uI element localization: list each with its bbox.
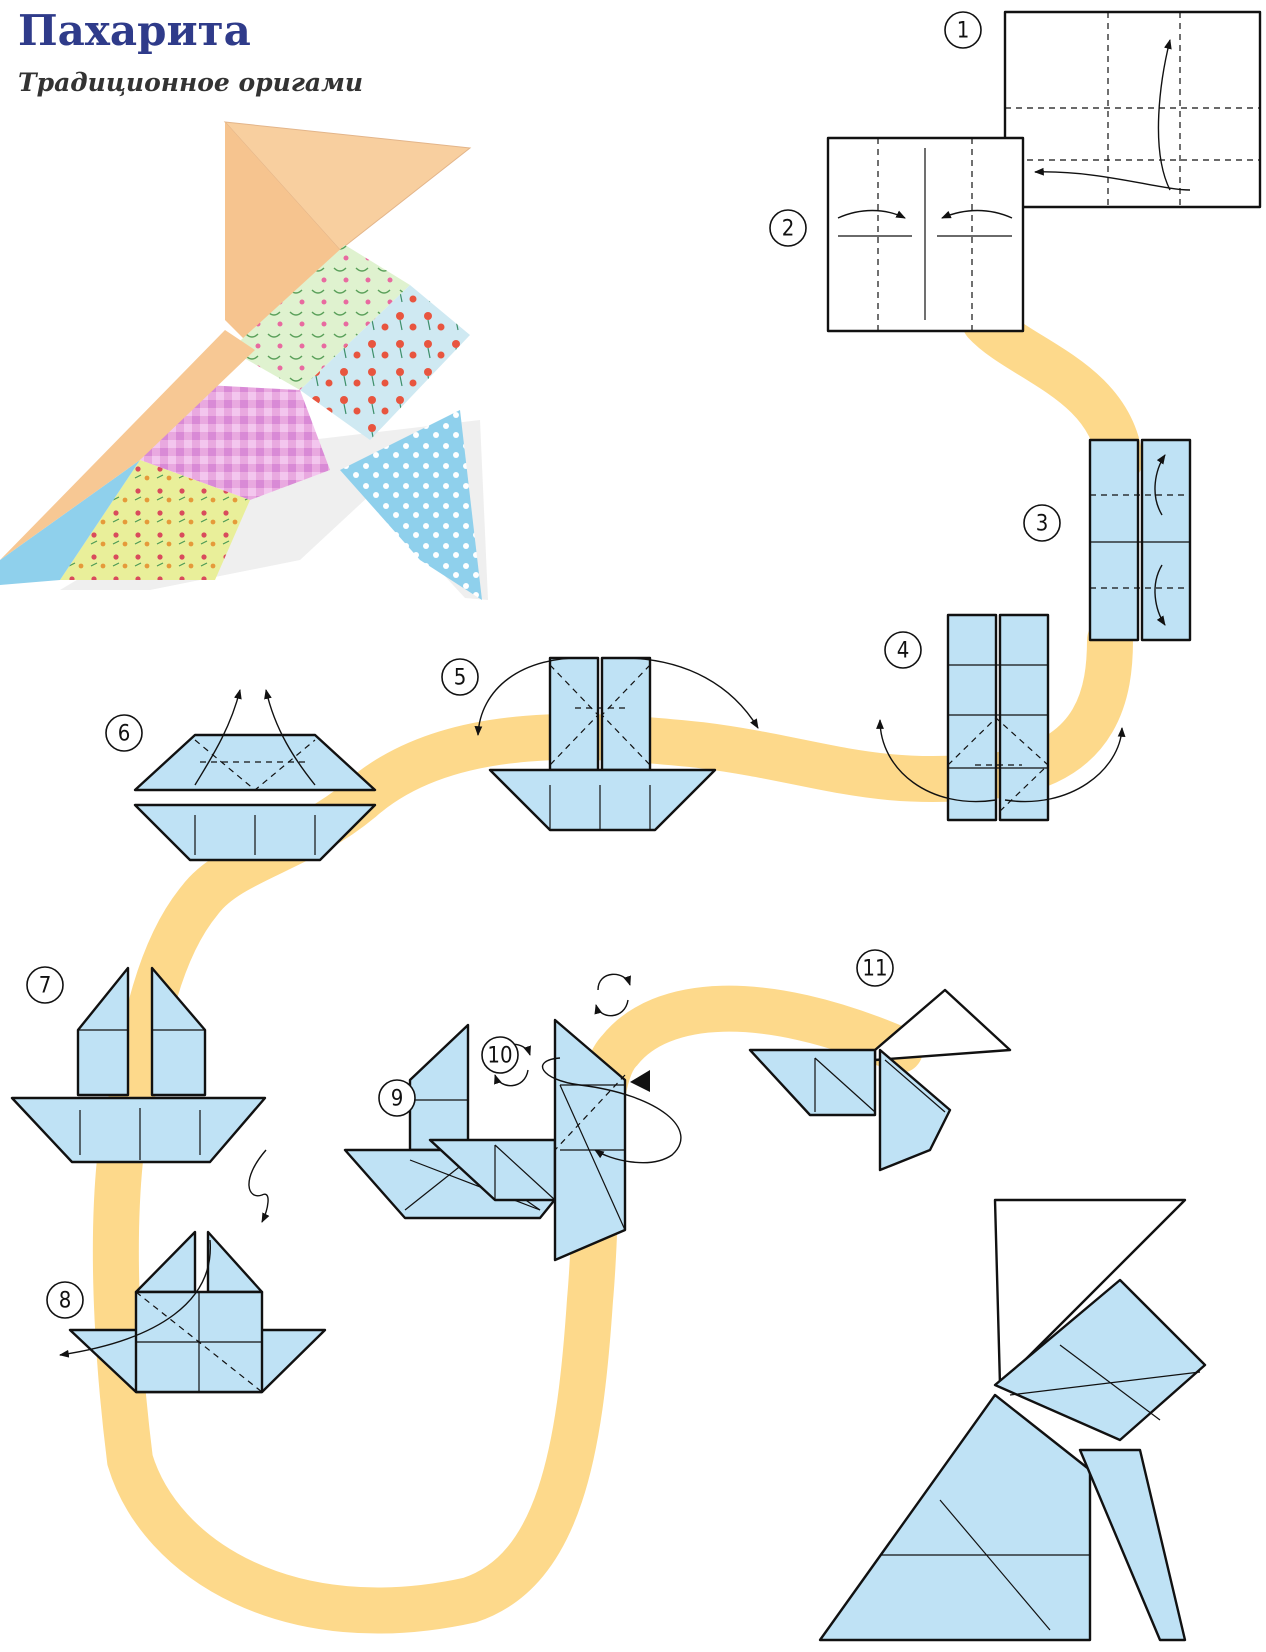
- svg-text:11: 11: [862, 957, 887, 982]
- svg-text:1: 1: [957, 19, 970, 44]
- step-number-9: 9: [379, 1080, 415, 1116]
- svg-text:7: 7: [39, 974, 52, 999]
- finished-model-diagram: [820, 1200, 1205, 1640]
- svg-text:5: 5: [454, 666, 467, 691]
- step-6-shape: [135, 690, 375, 860]
- step-number-3: 3: [1024, 505, 1060, 541]
- step-1-square: [1005, 12, 1260, 207]
- finished-model-photo: [0, 122, 488, 600]
- step-number-5: 5: [442, 659, 478, 695]
- svg-text:6: 6: [118, 722, 131, 747]
- step-number-2: 2: [770, 210, 806, 246]
- step-2-square: [828, 138, 1023, 331]
- step-number-4: 4: [885, 632, 921, 668]
- step-number-6: 6: [106, 715, 142, 751]
- step-number-11: 11: [857, 950, 893, 986]
- svg-text:4: 4: [897, 639, 910, 664]
- svg-text:2: 2: [782, 217, 795, 242]
- svg-text:10: 10: [487, 1044, 512, 1069]
- svg-text:9: 9: [391, 1087, 404, 1112]
- svg-text:8: 8: [59, 1289, 72, 1314]
- svg-text:3: 3: [1036, 512, 1049, 537]
- step-number-7: 7: [27, 967, 63, 1003]
- step-number-10: 10: [482, 1037, 518, 1073]
- step-number-1: 1: [945, 12, 981, 48]
- step-number-8: 8: [47, 1282, 83, 1318]
